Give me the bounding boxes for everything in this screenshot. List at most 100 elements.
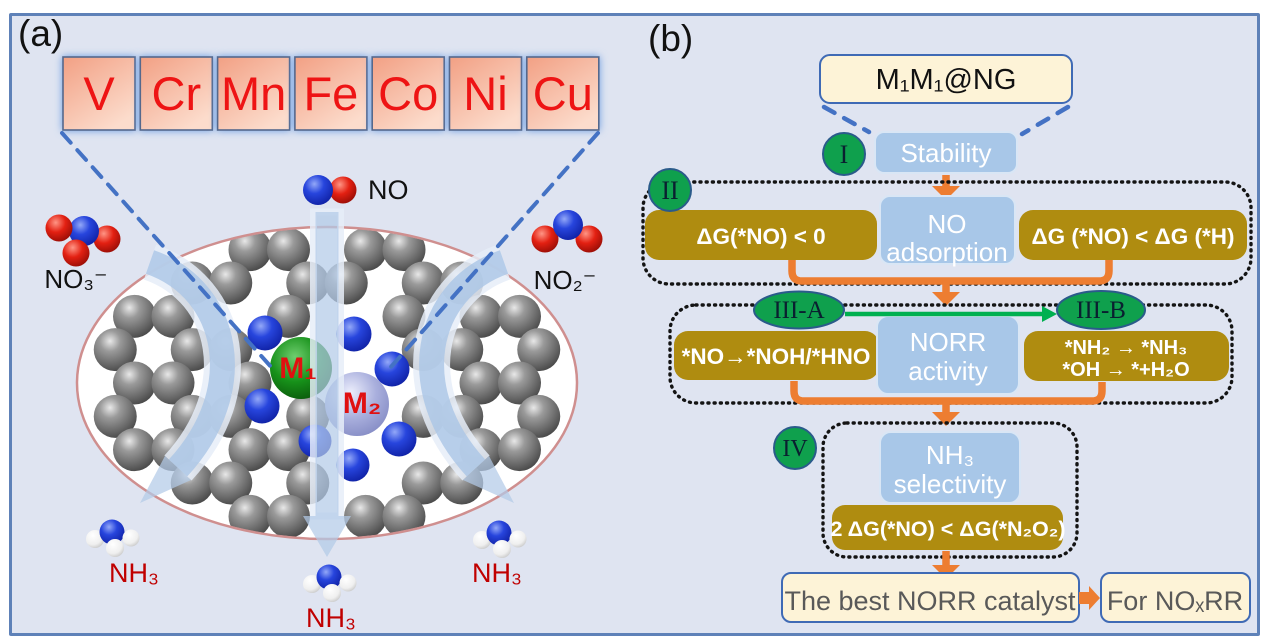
top-box [819, 54, 1073, 104]
element-box-cu: Cu [525, 56, 600, 131]
panel-b-label: (b) [648, 18, 693, 59]
center-flow-arrowhead [303, 516, 351, 557]
nh3-center-label: NH₃ [306, 603, 356, 633]
step2-right-criterion-box [1019, 210, 1247, 260]
green-arrow [845, 306, 1057, 322]
badge-iv-label: IV [782, 436, 808, 462]
badge-iv [773, 426, 817, 470]
result-label: The best NORR catalyst [784, 586, 1076, 616]
carbon-atom [267, 228, 310, 272]
badge-i-label: I [840, 140, 849, 169]
step4-criterion-box [832, 505, 1063, 550]
element-symbol: V [83, 67, 115, 120]
carbon-atom [344, 494, 387, 538]
carbon-atom [344, 228, 387, 272]
step4-dotted-box [821, 421, 1079, 559]
no-adsorption-line1: NO [928, 209, 967, 239]
step4-criterion: 2 ΔG(*NO) < ΔG(*N₂O₂) [831, 517, 1066, 541]
element-box-mn: Mn [216, 56, 291, 131]
carbon-atom [498, 428, 541, 472]
element-symbol: Mn [221, 67, 286, 120]
carbon-atom [113, 428, 156, 472]
dashed-connector-right [1019, 104, 1071, 137]
step3-right-criterion-line1: *NH₂ → *NH₃ [1065, 337, 1188, 359]
step2-left-criterion-box [645, 210, 877, 260]
nh3-selectivity-box [879, 431, 1021, 504]
top-box-label: M₁M₁@NG [876, 64, 1017, 96]
carbon-atom [113, 294, 156, 338]
no2-molecule [531, 210, 603, 253]
carbon-atom [228, 494, 272, 538]
step3-left-criterion-box [674, 331, 879, 380]
carbon-atom [382, 294, 426, 338]
bracket-2 [788, 260, 1113, 306]
dashed-connector-left [821, 104, 872, 135]
badge-iii-a-label: III-A [773, 297, 824, 324]
right-flow-arrowhead [463, 456, 514, 503]
left-dashed-line [60, 131, 274, 370]
step2-left-criterion: ΔG(*NO) < 0 [696, 224, 825, 249]
carbon-atom [498, 361, 541, 405]
carbon-atom [459, 361, 503, 405]
element-symbol: Co [378, 67, 438, 120]
no-adsorption-line2: adsorption [886, 237, 1007, 267]
nh3-selectivity-line2: selectivity [894, 469, 1007, 499]
carbon-atom [267, 494, 310, 538]
norr-activity-line1: NORR [910, 327, 987, 357]
element-box-v: V [62, 56, 136, 131]
element-box-co: Co [371, 56, 446, 131]
m2-label: M₂ [343, 387, 381, 420]
step3-right-criterion-box [1024, 331, 1229, 381]
step3-right-criterion-line2: *OH → *+H₂O [1062, 359, 1189, 381]
badge-i [822, 132, 866, 176]
carbon-atom [382, 494, 426, 538]
carbon-atom [93, 394, 137, 438]
panel-a-label: (a) [18, 13, 63, 54]
carbon-atom [517, 328, 561, 372]
element-box-cr: Cr [139, 56, 214, 131]
stability-box [874, 131, 1018, 174]
step3-left-criterion: *NO→*NOH/*HNO [682, 344, 871, 369]
nh3-right-label: NH₃ [472, 558, 522, 588]
no3-label: NO₃⁻ [44, 264, 107, 294]
badge-ii-label: II [661, 176, 678, 205]
element-symbol: Fe [303, 67, 358, 120]
right-flow-arc [419, 250, 509, 477]
stability-label: Stability [900, 138, 991, 168]
badge-iii-a [753, 290, 845, 330]
flow-arrows [140, 208, 514, 557]
carbon-atom [382, 228, 426, 272]
nh3-selectivity-line1: NH₃ [926, 440, 974, 470]
nh3-left-label: NH₃ [109, 558, 159, 588]
nitrogen-atoms [244, 315, 417, 482]
element-symbol: Cr [152, 67, 202, 120]
carbon-atom [209, 461, 253, 505]
carbon-atom [401, 461, 445, 505]
carbon-atom [228, 228, 272, 272]
block-arrow [1079, 586, 1100, 610]
left-flow-arc [145, 250, 235, 477]
no2-label: NO₂⁻ [534, 265, 597, 295]
m1-label: M₁ [279, 352, 316, 385]
bracket-3 [790, 381, 1106, 426]
arrow-1 [932, 175, 960, 200]
carbon-atom [228, 428, 272, 472]
badge-iii-b-label: III-B [1076, 297, 1126, 324]
carbon-atom [498, 294, 541, 338]
left-flow-arrowhead [140, 456, 191, 503]
element-box-ni: Ni [448, 56, 523, 131]
carbon-atom [113, 361, 156, 405]
element-symbol: Cu [533, 67, 593, 120]
no3-molecule [45, 214, 121, 267]
element-box-fe: Fe [294, 56, 368, 131]
element-symbol: Ni [463, 67, 507, 120]
center-flow-band [315, 212, 339, 516]
carbon-atom [151, 361, 195, 405]
badge-iii-b [1056, 290, 1146, 330]
element-row: V Cr Mn Fe Co Ni [62, 56, 600, 131]
right-dashed-line [388, 131, 600, 370]
norr-activity-line2: activity [908, 356, 987, 386]
target-box [1100, 572, 1251, 623]
